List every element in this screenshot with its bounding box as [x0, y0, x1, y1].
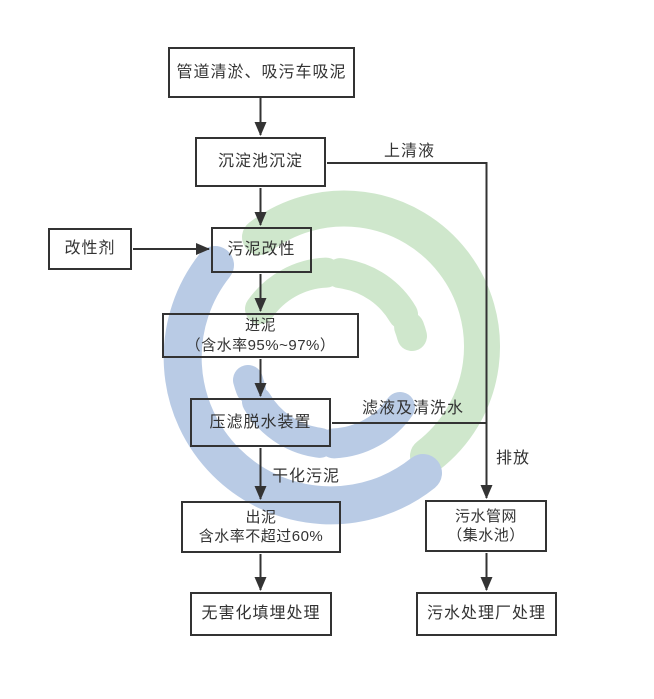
node-label: 污水处理厂处理	[426, 605, 546, 622]
node-harmless-landfill: 无害化填埋处理	[190, 592, 332, 636]
node-label-line2: （含水率95%~97%）	[185, 336, 336, 354]
watermark-blue-outer-arc	[163, 246, 442, 525]
watermark-blue-inner-arc	[233, 365, 415, 459]
node-sedimentation-tank: 沉淀池沉淀	[195, 137, 326, 187]
edge-label-discharge: 排放	[496, 450, 531, 467]
node-modifier-agent: 改性剂	[48, 228, 132, 270]
node-label: 改性剂	[64, 240, 116, 257]
node-outlet-sludge: 出泥 含水率不超过60%	[181, 501, 341, 553]
node-sewage-network: 污水管网 （集水池）	[425, 500, 547, 552]
node-treatment-plant: 污水处理厂处理	[416, 592, 557, 636]
node-label: 污泥改性	[227, 241, 296, 258]
node-filter-press-dewatering: 压滤脱水装置	[190, 398, 331, 447]
node-label-line2: （集水池）	[447, 527, 525, 544]
node-label-line1: 进泥	[244, 317, 276, 334]
edge-label-supernatant: 上清液	[384, 143, 436, 160]
node-inlet-sludge: 进泥 （含水率95%~97%）	[162, 313, 359, 358]
node-label-line1: 出泥	[245, 508, 277, 526]
edge-label-dried-sludge: 干化污泥	[272, 468, 341, 485]
edge-supernatant-to-sewer	[327, 162, 493, 499]
node-label-line1: 污水管网	[454, 507, 517, 525]
node-label: 无害化填埋处理	[201, 605, 321, 622]
node-sludge-modification: 污泥改性	[211, 227, 312, 273]
watermark-green-inner-arc	[245, 257, 427, 351]
node-pipeline-dredging: 管道清淤、吸污车吸泥	[168, 47, 355, 98]
edge-label-filtrate-wash-water: 滤液及清洗水	[362, 400, 465, 417]
node-label: 压滤脱水装置	[209, 413, 312, 431]
watermark-green-outer-arc	[242, 190, 500, 474]
node-label: 管道清淤、吸污车吸泥	[176, 63, 347, 81]
node-label-line2: 含水率不超过60%	[198, 528, 324, 545]
node-label: 沉淀池沉淀	[217, 153, 303, 170]
